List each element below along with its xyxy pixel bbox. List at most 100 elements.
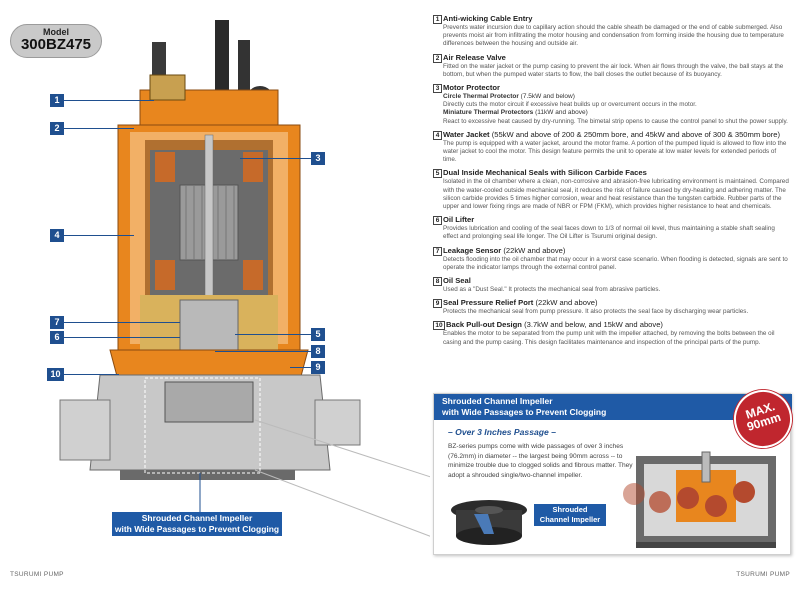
callout-7-line	[64, 322, 180, 323]
impeller-panel-body: BZ-series pumps come with wide passages …	[448, 443, 633, 479]
feature-8-number: 8	[433, 277, 442, 287]
callout-2: 2	[50, 122, 64, 135]
footer-right: TSURUMI PUMP	[736, 571, 790, 578]
callout-5: 5	[311, 328, 325, 341]
feature-9-note: (22kW and above)	[535, 298, 598, 308]
diagram-caption-line-1: Shrouded Channel Impeller	[141, 513, 253, 523]
callout-3: 3	[311, 152, 325, 165]
model-badge: Model 300BZ475	[10, 24, 102, 58]
feature-2-number: 2	[433, 53, 442, 63]
cable-pipe-right	[238, 40, 250, 95]
impeller-label: Shrouded Channel Impeller	[534, 504, 606, 526]
feature-6-title: Oil Lifter	[443, 215, 475, 225]
feature-3-sub-1-title: Circle Thermal Protector (7.5kW and belo…	[443, 93, 575, 101]
mechanical-seal	[179, 299, 239, 351]
feature-5-body: Isolated in the oil chamber where a clea…	[443, 178, 789, 211]
callout-9-line	[290, 367, 311, 368]
discharge-port	[314, 399, 361, 446]
feature-1-number: 1	[433, 15, 442, 24]
feature-10-note: (3.7kW and below, and 15kW and above)	[524, 320, 663, 330]
callout-4: 4	[50, 229, 64, 242]
feature-3-title: Motor Protector	[443, 83, 500, 93]
diagram-caption-line-2: with Wide Passages to Prevent Clogging	[114, 524, 280, 534]
feature-7-note: (22kW and above)	[503, 245, 566, 255]
feature-7-body: Detects flooding into the oil chamber th…	[443, 255, 788, 271]
callout-7: 7	[50, 316, 64, 329]
callout-6-line	[64, 337, 180, 338]
feature-3-sub-1-body: Directly cuts the motor circuit if exces…	[443, 101, 697, 109]
callout-1: 1	[50, 94, 64, 107]
zoom-line-1	[254, 419, 430, 478]
feature-1-body: Prevents water incursion due to capillar…	[443, 24, 784, 48]
feature-7-title: Leakage Sensor	[443, 245, 502, 255]
impeller-casing-cutaway	[623, 451, 776, 548]
impeller-panel-header-line-1: Shrouded Channel Impeller	[442, 396, 553, 406]
zoom-line-2	[254, 469, 430, 537]
impeller	[164, 381, 254, 423]
callout-4-line	[64, 235, 134, 236]
model-label: Model	[43, 27, 69, 37]
stator-windings	[155, 152, 263, 290]
footer-left: TSURUMI PUMP	[10, 571, 64, 578]
impeller-panel-subhead: – Over 3 Inches Passage –	[448, 427, 556, 437]
callout-5-line	[235, 334, 311, 335]
callout-8: 8	[311, 345, 325, 358]
cable-pipe-center	[215, 20, 229, 92]
model-value: 300BZ475	[20, 36, 92, 53]
feature-7-number: 7	[433, 246, 442, 256]
callout-6: 6	[50, 331, 64, 344]
feature-8-body: Used as a "Dust Seal." It protects the m…	[443, 286, 661, 294]
callout-10-line	[64, 374, 119, 375]
feature-9-title: Seal Pressure Relief Port	[443, 298, 534, 308]
impeller-highlight	[144, 377, 261, 474]
callout-10: 10	[47, 368, 64, 381]
feature-3-number: 3	[433, 84, 442, 94]
feature-2-title: Air Release Valve	[443, 52, 506, 62]
feature-2-body: Fitted on the water jacket or the pump c…	[443, 62, 784, 78]
feature-10-body: Enables the motor to be separated from t…	[443, 330, 775, 346]
impeller-panel: Shrouded Channel Impeller with Wide Pass…	[433, 382, 800, 555]
feature-4-title: Water Jacket	[443, 129, 490, 139]
feature-6-number: 6	[433, 216, 442, 226]
base	[120, 470, 295, 480]
feature-3-sub-2-title: Miniature Thermal Protectors (11kW and a…	[443, 109, 588, 117]
impeller-panel-header-line-2: with Wide Passages to Prevent Clogging	[442, 407, 607, 417]
feature-10-title: Back Pull-out Design	[446, 320, 522, 330]
feature-9-number: 9	[433, 299, 442, 309]
feature-8-title: Oil Seal	[443, 276, 471, 286]
feature-10-number: 10	[433, 321, 445, 331]
suction-port	[59, 399, 111, 461]
impeller-label-line-1: Shrouded	[552, 505, 588, 514]
callout-1-line	[64, 100, 154, 101]
feature-4-note: (55kW and above of 200 & 250mm bore, and…	[491, 129, 781, 139]
callout-9: 9	[311, 361, 325, 374]
pump-cutaway-diagram	[59, 20, 430, 537]
feature-5-title: Dual Inside Mechanical Seals with Silico…	[443, 168, 647, 178]
feature-6-body: Provides lubrication and cooling of the …	[443, 225, 775, 241]
callout-2-line	[64, 128, 134, 129]
feature-3-sub-2-body: React to excessive heat caused by dry-ru…	[443, 117, 788, 125]
feature-4-number: 4	[433, 130, 442, 140]
diagram-caption: Shrouded Channel Impeller with Wide Pass…	[112, 512, 282, 536]
callout-8-line	[215, 351, 311, 352]
impeller-label-line-2: Channel Impeller	[539, 515, 601, 524]
feature-1-title: Anti-wicking Cable Entry	[443, 14, 533, 23]
feature-4-body: The pump is equipped with a water jacket…	[443, 139, 787, 164]
callout-3-line	[240, 158, 311, 159]
feature-5-number: 5	[433, 169, 442, 179]
impeller-icon	[451, 500, 527, 545]
impeller-panel-header: Shrouded Channel Impeller with Wide Pass…	[434, 394, 792, 420]
feature-9-body: Protects the mechanical seal from pump p…	[443, 308, 749, 316]
cable-entry	[149, 74, 186, 101]
